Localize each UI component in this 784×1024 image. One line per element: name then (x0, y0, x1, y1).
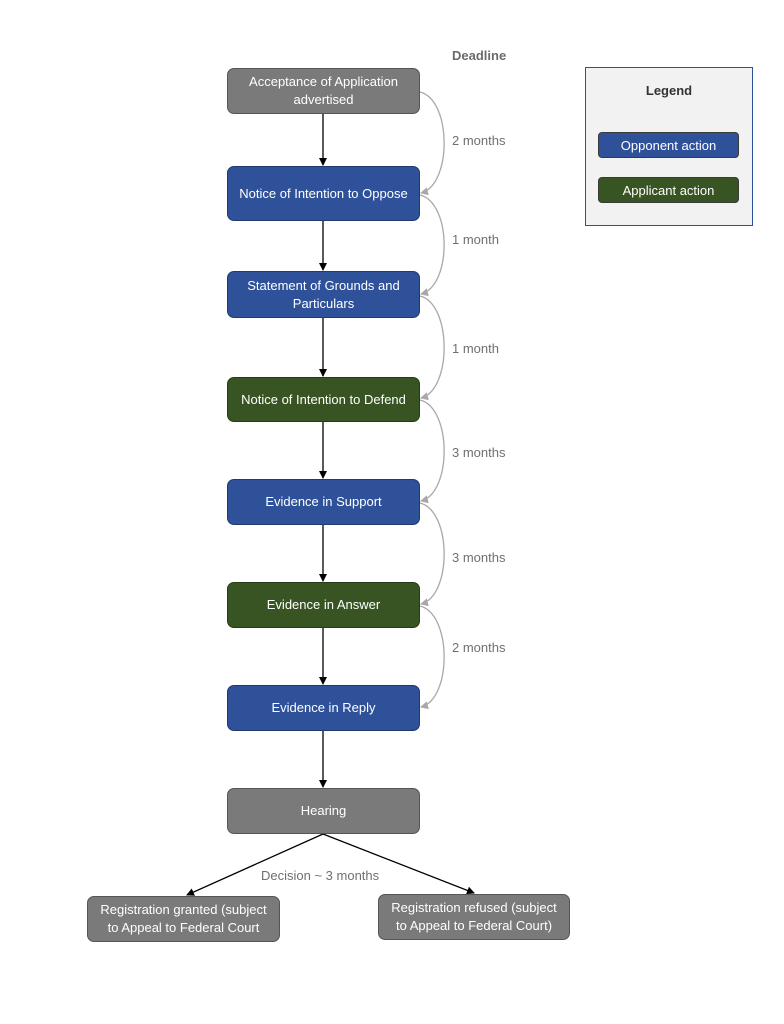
node-label: Notice of Intention to Oppose (239, 185, 408, 201)
deadline-curve (419, 605, 445, 710)
deadline-interval: 1 month (452, 341, 499, 356)
deadline-interval: 1 month (452, 232, 499, 247)
node-label: Evidence in Answer (266, 597, 381, 612)
node-notice-intention-oppose: Notice of Intention to Oppose (227, 166, 420, 221)
node-registration-granted: Registration granted (subject to Appeal … (87, 896, 280, 942)
legend-box: Legend Opponent action Applicant action (585, 67, 753, 226)
node-evidence-answer: Evidence in Answer (227, 582, 420, 628)
deadline-curve (419, 502, 445, 607)
legend-title: Legend (645, 83, 693, 98)
deadline-column-title: Deadline (452, 48, 507, 63)
node-acceptance-advertised: Acceptance of Application advertised (227, 68, 420, 114)
deadline-curve (419, 399, 445, 504)
deadline-interval: 3 months (452, 445, 506, 460)
deadline-curve (419, 295, 445, 401)
node-registration-refused: Registration refused (subject to Appeal … (378, 894, 570, 940)
node-label: Evidence in Reply (271, 700, 376, 715)
node-statement-grounds: Statement of Grounds and Particulars (227, 271, 420, 318)
node-label: Acceptance of Application advertised (249, 74, 398, 107)
node-label: Notice of Intention to Defend (241, 391, 406, 407)
deadline-interval: 2 months (452, 133, 506, 148)
node-label: Statement of Grounds and Particulars (247, 277, 400, 311)
branch-arrow-refused (322, 833, 475, 895)
legend-item-applicant: Applicant action (598, 177, 739, 203)
node-evidence-reply: Evidence in Reply (227, 685, 420, 731)
deadline-curve (419, 194, 445, 297)
node-label: Registration granted (subject to Appeal … (100, 902, 267, 935)
node-evidence-support: Evidence in Support (227, 479, 420, 525)
node-hearing: Hearing (227, 788, 420, 834)
deadline-interval: 3 months (452, 550, 506, 565)
node-label: Evidence in Support (265, 494, 382, 509)
deadline-curve (419, 91, 445, 196)
branch-arrow-granted (186, 833, 324, 896)
node-notice-intention-defend: Notice of Intention to Defend (227, 377, 420, 422)
decision-label: Decision ~ 3 months (261, 868, 380, 883)
node-label: Registration refused (subject to Appeal … (391, 900, 557, 933)
deadline-interval: 2 months (452, 640, 506, 655)
legend-item-opponent: Opponent action (598, 132, 739, 158)
node-label: Hearing (300, 803, 347, 818)
